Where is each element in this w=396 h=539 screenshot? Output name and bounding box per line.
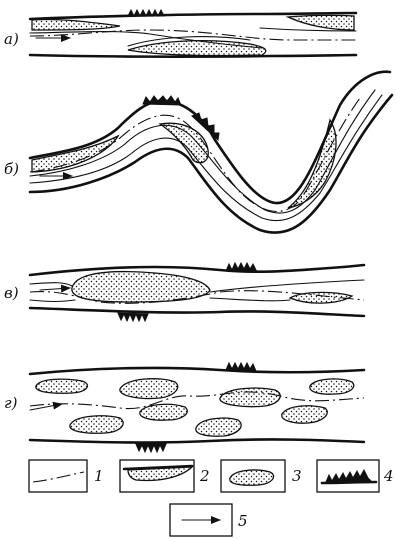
panel-v: в)	[4, 263, 364, 321]
legend-item-2: 2	[120, 460, 210, 492]
erosion-bank-marks	[226, 263, 256, 271]
panel-a: а)	[4, 10, 356, 57]
braid-bar	[36, 379, 88, 393]
channel-bank	[30, 308, 364, 316]
erosion-bank-marks	[226, 363, 256, 371]
side-bar	[32, 19, 120, 30]
erosion-bank-marks	[143, 96, 181, 105]
legend-swatch-erosion-bank	[322, 482, 376, 483]
panel-g: г)	[4, 363, 364, 452]
channel-bank	[30, 265, 364, 275]
channel-inner-line	[30, 283, 72, 286]
erosion-bank-marks	[118, 313, 148, 321]
erosion-bank-marks	[136, 444, 166, 452]
legend-item-3: 3	[221, 460, 302, 492]
legend-number: 4	[383, 467, 394, 485]
channel-inner-line	[210, 280, 364, 292]
legend-number: 1	[94, 467, 104, 485]
channel-bank	[30, 368, 364, 374]
legend-number: 3	[292, 467, 302, 485]
braid-bar	[120, 379, 178, 399]
flow-arrow	[40, 288, 70, 290]
braid-bar	[70, 416, 123, 433]
legend-item-4: 4	[317, 460, 394, 492]
panel-a-label: а)	[4, 30, 19, 48]
legend-item-5: 5	[170, 504, 248, 536]
braid-bar	[196, 418, 241, 436]
legend-box-channel-axis	[29, 460, 87, 492]
panel-b-label: б)	[4, 160, 19, 178]
legend: 1 2 3 4 5	[29, 460, 394, 536]
side-bar	[288, 15, 354, 30]
braid-bar	[140, 404, 187, 420]
legend-swatch-bar	[230, 470, 274, 485]
channel-bank	[30, 439, 364, 442]
channel-inner-line	[210, 298, 290, 301]
legend-number: 5	[238, 512, 248, 530]
side-bar	[128, 41, 266, 56]
point-bar	[160, 123, 208, 163]
mid-channel-bar	[72, 272, 210, 302]
braid-bar	[282, 406, 328, 423]
panel-v-label: в)	[4, 284, 19, 302]
channel-inner-line	[30, 300, 75, 302]
legend-number: 2	[199, 467, 210, 485]
legend-item-1: 1	[29, 460, 104, 492]
panel-g-label: г)	[4, 394, 18, 412]
braid-bar	[310, 379, 354, 394]
panel-b: б)	[4, 72, 392, 233]
erosion-bank-marks	[128, 10, 164, 16]
braid-bar	[220, 388, 280, 407]
